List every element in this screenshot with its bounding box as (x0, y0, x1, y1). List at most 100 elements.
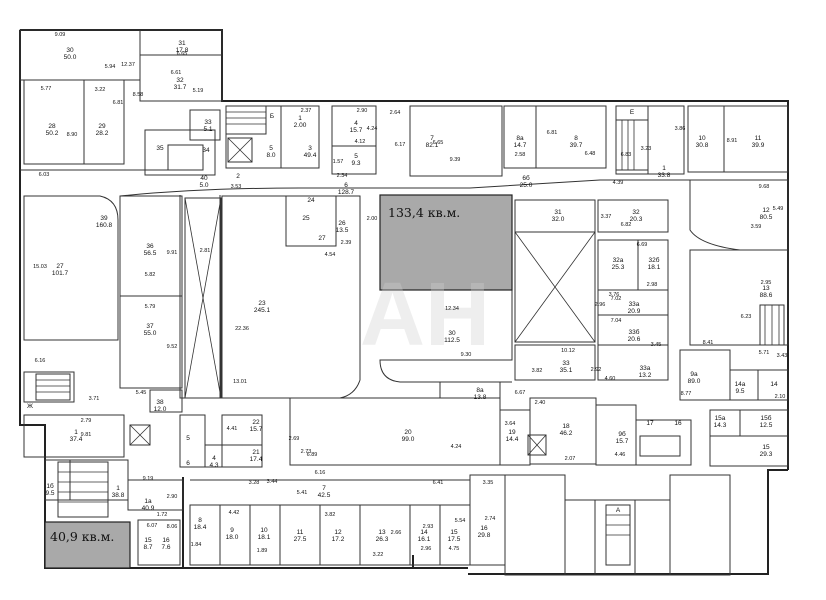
stairs-a (605, 504, 631, 566)
room-area: 2.00 (294, 122, 307, 129)
room-area: 112.5 (444, 337, 460, 344)
dimension-label: 6.48 (585, 151, 596, 157)
room-area: 82.1 (426, 142, 439, 149)
room-area: 128.7 (338, 189, 355, 196)
room-number: 25 (302, 215, 310, 222)
dimension-label: 4.24 (367, 126, 378, 132)
dimension-label: 22.36 (235, 326, 249, 332)
stair-label-a: А (616, 507, 621, 514)
dimension-label: 3.22 (373, 552, 384, 558)
room-area: 20.3 (630, 216, 643, 223)
highlight-label-small: 40,9 кв.м. (50, 529, 114, 544)
room-area: 18.0 (226, 534, 239, 541)
room-area: 55.0 (144, 330, 157, 337)
room-number: 31 (178, 40, 186, 47)
dimension-label: 3.28 (249, 480, 260, 486)
dimension-label: 5.94 (105, 64, 116, 70)
room-area: 17.5 (448, 536, 461, 543)
room-number: 13 (378, 529, 386, 536)
dimension-label: 4.54 (325, 252, 336, 258)
dimension-label: 2.37 (301, 108, 312, 114)
room-number: 38 (156, 399, 164, 406)
room-area: 39.7 (570, 142, 583, 149)
room-area: 99.0 (402, 436, 415, 443)
room-number: 23 (258, 300, 266, 307)
highlight-area-large (379, 194, 513, 291)
room-area: 25.3 (612, 264, 625, 271)
dimension-label: 2.74 (485, 516, 496, 522)
room-area: 26.3 (376, 536, 389, 543)
room-area: 27.5 (294, 536, 307, 543)
room-number: 18 (562, 423, 570, 430)
dimension-label: 6.83 (621, 152, 632, 158)
dimension-label: 2.10 (775, 394, 786, 400)
dimension-label: 7.04 (611, 318, 622, 324)
lower-middle-rooms (179, 381, 692, 468)
room-number: 14 (770, 381, 778, 388)
room-area: 12.5 (760, 422, 773, 429)
dimension-label: 6.23 (741, 314, 752, 320)
dimension-label: 6.16 (35, 358, 46, 364)
stairs-e (615, 119, 649, 171)
room-area: 8.7 (143, 544, 152, 551)
dimension-label: 6.07 (147, 523, 158, 529)
dimension-label: 4.46 (615, 452, 626, 458)
room-number: 7 (430, 135, 434, 142)
room-area: 80.5 (760, 214, 773, 221)
stair-label-zh: Ж (27, 403, 33, 410)
room-area: 14.7 (514, 142, 527, 149)
dimension-label: 5.41 (297, 490, 308, 496)
dimension-label: 6.17 (395, 142, 406, 148)
watermark: АН (360, 265, 490, 365)
room-area: 15.7 (616, 438, 629, 445)
room-number: 11 (755, 135, 762, 142)
room-number: 32а (613, 257, 624, 264)
room-area: 88.6 (760, 292, 773, 299)
dimension-label: 9.19 (143, 476, 154, 482)
dimension-label: 5.49 (773, 206, 784, 212)
dimension-label: 8.77 (681, 391, 692, 397)
dimension-label: 3.59 (751, 224, 762, 230)
room-number: 6 (186, 460, 190, 467)
room-area: 7.6 (161, 544, 170, 551)
room-number: 8а (476, 387, 484, 394)
room-number: 35 (156, 145, 164, 152)
room-number: 8 (198, 517, 202, 524)
room-number: 10 (698, 135, 706, 142)
dimension-label: 5.45 (136, 390, 147, 396)
dimension-label: 2.58 (515, 152, 526, 158)
room-area: 56.5 (144, 250, 157, 257)
room-area: 17.4 (250, 456, 263, 463)
dimension-label: 2.93 (423, 524, 434, 530)
room-number: 33а (640, 365, 651, 372)
dimension-label: 6.67 (515, 390, 526, 396)
dimension-label: 2.40 (535, 400, 546, 406)
dimension-label: 2.92 (591, 367, 602, 373)
dimension-label: 10.12 (561, 348, 575, 354)
room-area: 16.1 (418, 536, 431, 543)
stairs-b (225, 105, 267, 135)
dimension-label: 6.81 (547, 130, 558, 136)
stairs-lower-left (57, 461, 109, 518)
dimension-label: 4.42 (229, 510, 240, 516)
dimension-label: 8.91 (727, 138, 738, 144)
dimension-label: 3.64 (505, 421, 516, 427)
room-number: 1 (662, 165, 666, 172)
dimension-label: 8.41 (703, 340, 714, 346)
dimension-label: 2.07 (565, 456, 576, 462)
room-area: 18.4 (194, 524, 207, 531)
room-number: 37 (146, 323, 154, 330)
room-area: 14.4 (506, 436, 519, 443)
room-number: 33 (204, 119, 212, 126)
room-number: 1а (144, 498, 152, 505)
dimension-label: 2.69 (289, 436, 300, 442)
room-area: 18.1 (648, 264, 661, 271)
room-number: 32 (176, 77, 184, 84)
dimension-label: 2.73 (301, 449, 312, 455)
room-number: 8 (574, 135, 578, 142)
room-area: 12.0 (154, 406, 167, 413)
room-area: 8.0 (266, 152, 275, 159)
room-number: 27 (56, 263, 64, 270)
dimension-label: 7.02 (611, 296, 622, 302)
